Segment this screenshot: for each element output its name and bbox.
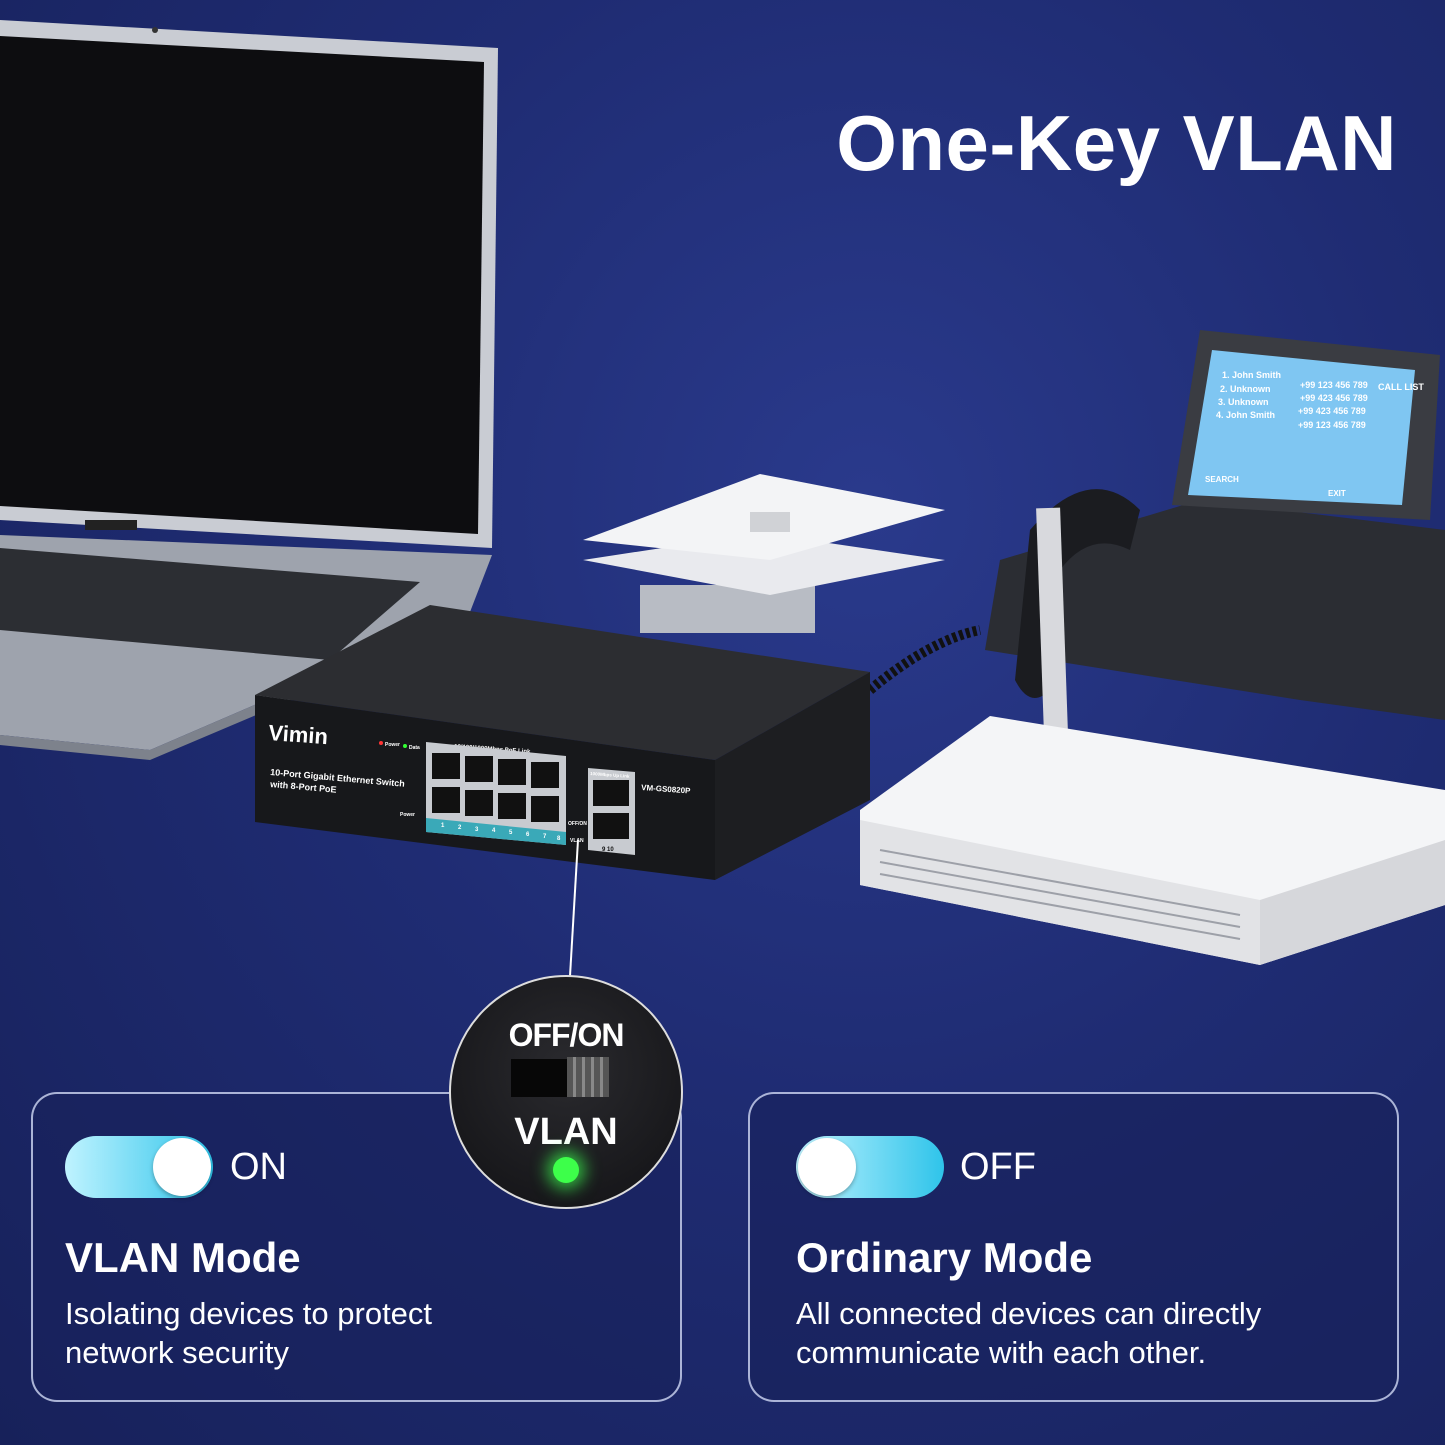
phone-entry-name: 3. Unknown — [1218, 397, 1269, 407]
phone-call-list: CALL LIST — [1378, 382, 1424, 392]
port-number: 5 — [509, 830, 513, 836]
port-number: 1 — [441, 823, 445, 829]
port-number: 4 — [492, 828, 496, 834]
phone-entry-number: +99 123 456 789 — [1300, 380, 1368, 390]
callout-vlan-label: VLAN — [514, 1111, 618, 1153]
phone-entry-name: 4. John Smith — [1216, 410, 1275, 420]
mode-title: Ordinary Mode — [796, 1234, 1093, 1281]
access-point — [583, 474, 945, 633]
switch-brand: Vimin — [268, 720, 329, 749]
led-power-label: Power — [385, 742, 400, 748]
callout-switch-label: OFF/ON — [508, 1017, 625, 1053]
mode-title: VLAN Mode — [65, 1234, 301, 1281]
port-number: 3 — [475, 827, 479, 833]
network-switch: Vimin 10-Port Gigabit Ethernet Switch wi… — [255, 605, 870, 880]
uplink-port-numbers: 9 10 — [602, 847, 614, 853]
port-number: 2 — [458, 825, 462, 831]
led-data-label: Data — [409, 745, 420, 751]
uplink-label: 1000Mbps Up Link — [590, 771, 630, 779]
phone-entry-number: +99 123 456 789 — [1298, 420, 1366, 430]
toggle-state-label: ON — [230, 1146, 287, 1188]
switch-model: VM-GS0820P — [641, 783, 692, 795]
toggle-knob — [798, 1138, 856, 1196]
toggle-knob — [153, 1138, 211, 1196]
vlan-switch-callout: OFF/ON VLAN — [449, 975, 683, 1209]
vlan-toggle-on[interactable] — [65, 1136, 213, 1198]
page-title: One-Key VLAN — [836, 99, 1397, 187]
vlan-switch-label: OFF/ON — [568, 821, 587, 827]
port-number: 7 — [543, 834, 547, 840]
power-label: Power — [400, 812, 415, 818]
toggle-state-label: OFF — [960, 1146, 1036, 1188]
port-number: 6 — [526, 832, 530, 838]
vlan-led-icon — [553, 1157, 579, 1183]
phone-exit: EXIT — [1328, 489, 1346, 498]
router — [860, 507, 1445, 965]
mode-description: All connected devices can directly commu… — [796, 1296, 1262, 1370]
mode-description: Isolating devices to protect network sec… — [65, 1296, 433, 1370]
port-number: 8 — [557, 836, 561, 842]
ordinary-mode-card: OFF Ordinary Mode All connected devices … — [748, 1092, 1399, 1402]
phone-search: SEARCH — [1205, 475, 1239, 484]
phone-entry-number: +99 423 456 789 — [1298, 406, 1366, 416]
ip-phone: 1. John Smith 2. Unknown 3. Unknown 4. J… — [866, 330, 1445, 720]
phone-entry-number: +99 423 456 789 — [1300, 393, 1368, 403]
callout-line — [569, 839, 579, 977]
vlan-slide-switch-knob — [567, 1057, 609, 1097]
phone-entry-name: 1. John Smith — [1222, 370, 1281, 380]
phone-entry-name: 2. Unknown — [1220, 384, 1271, 394]
laptop — [0, 20, 498, 760]
vlan-toggle-off[interactable] — [796, 1136, 944, 1198]
